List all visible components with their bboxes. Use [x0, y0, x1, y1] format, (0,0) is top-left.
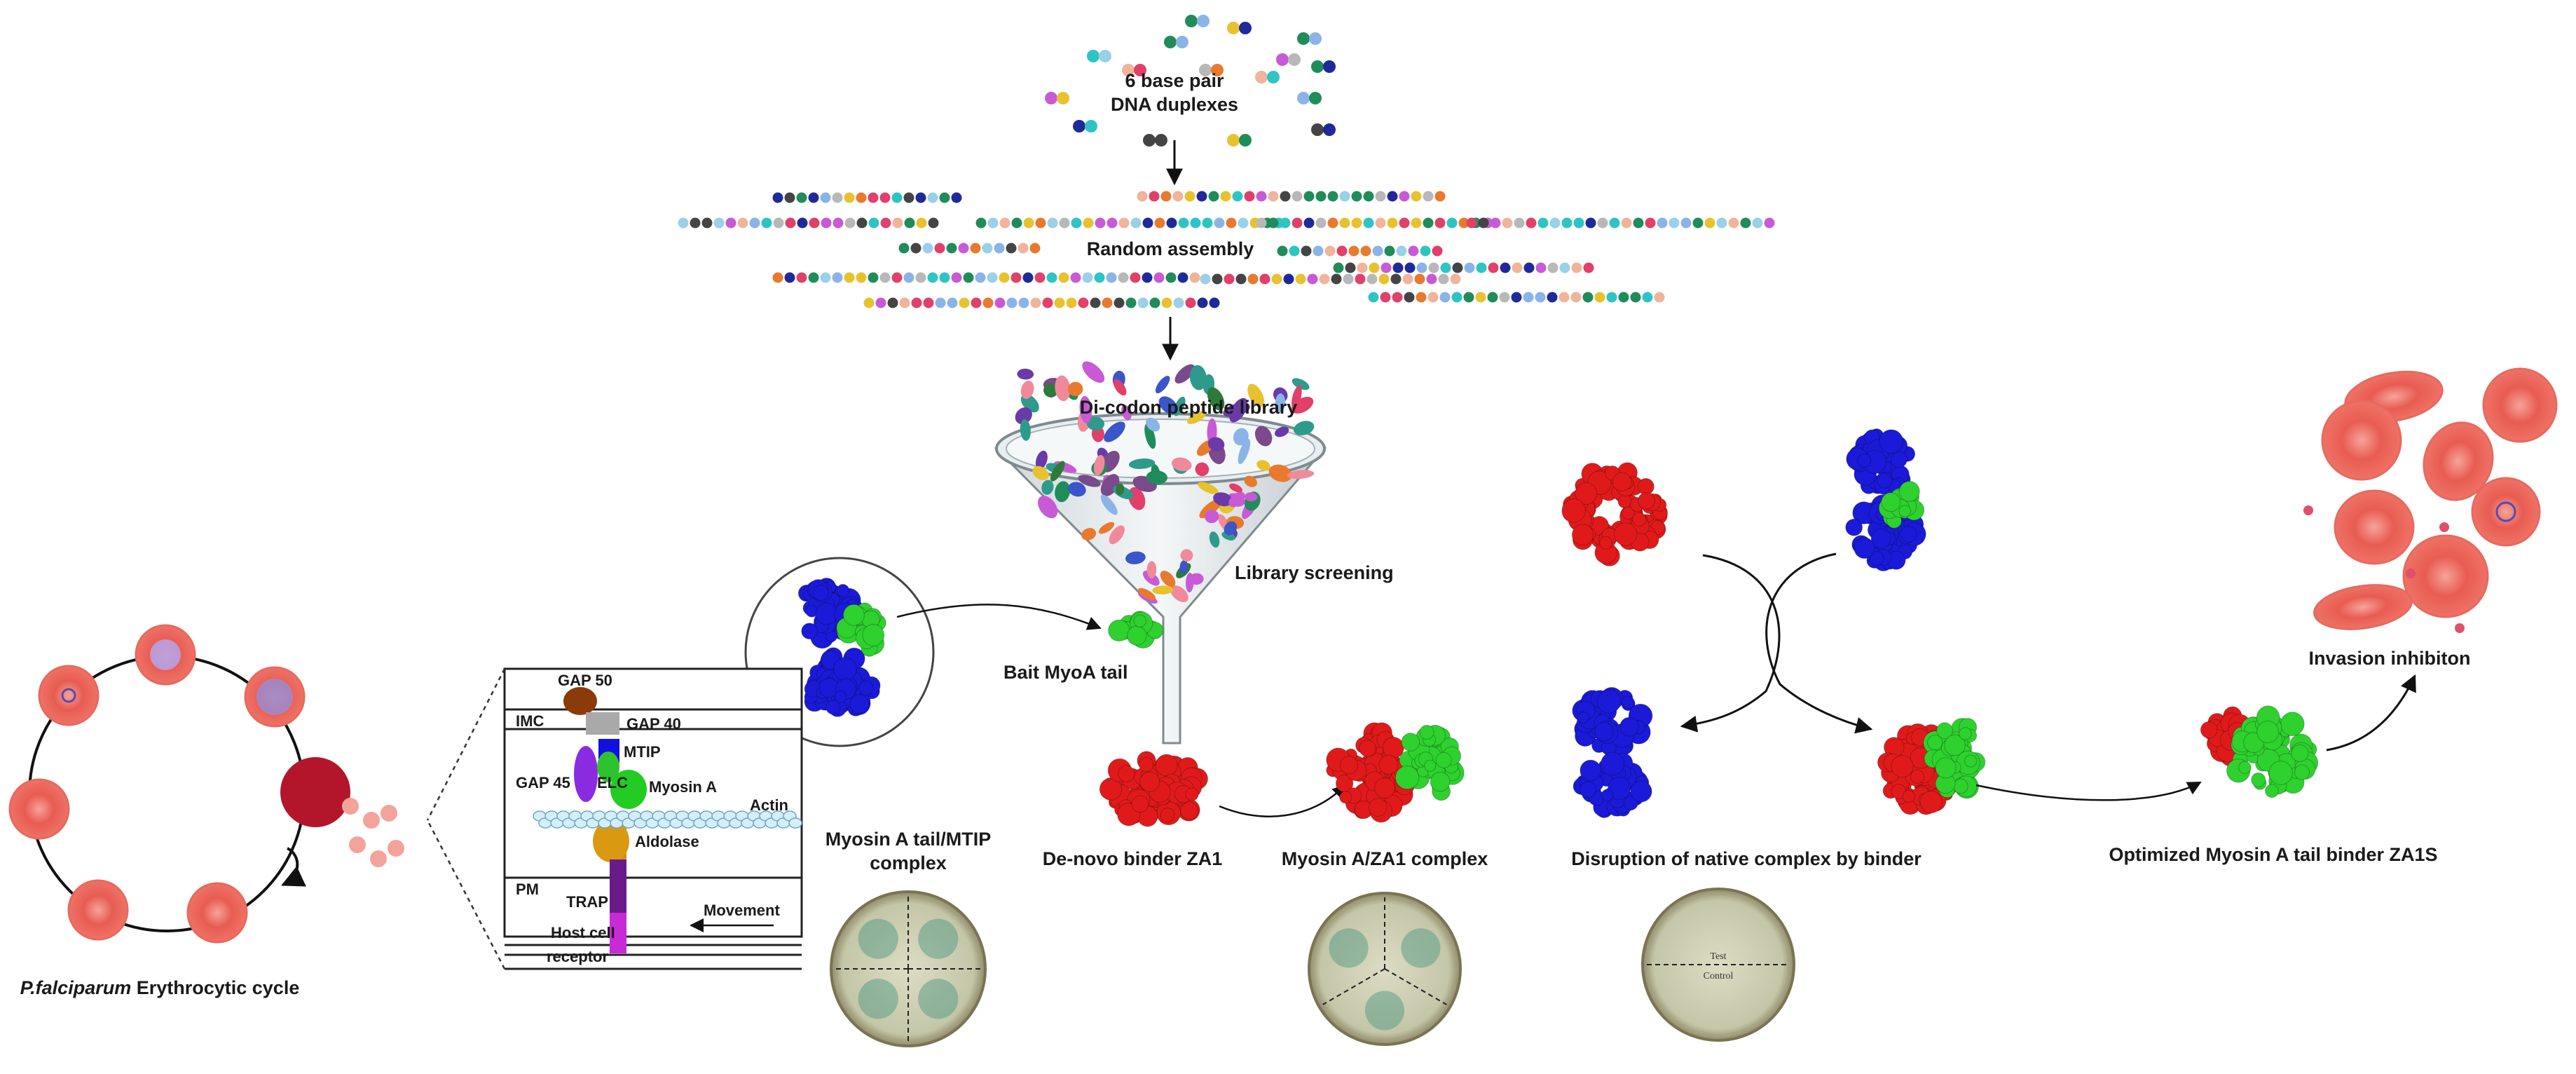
motor-pm: PM [516, 881, 539, 898]
mtip-complex-label-1: Myosin A tail/MTIP [825, 829, 992, 850]
bait-myoa-tail-label: Bait MyoA tail [1003, 662, 1128, 683]
motor-receptor: receptor [547, 948, 608, 965]
myosin-a-za1-complex-label: Myosin A/ZA1 complex [1282, 848, 1488, 869]
plate3-test-label: Test [1710, 951, 1726, 962]
myosin-binder-complex-molecule [1877, 718, 1986, 815]
arrow-zoom-to-bait [896, 604, 1102, 630]
motor-host-cell: Host cell [551, 924, 615, 942]
motor-myosin-a: Myosin A [649, 778, 717, 796]
peptide-library-fragments [1015, 361, 1315, 604]
motor-movement: Movement [704, 902, 780, 919]
invasion-rbc-cluster [2303, 367, 2558, 633]
myosin-a-za1-complex-molecule [1326, 722, 1465, 823]
arrow-za1-to-complex [1219, 784, 1347, 817]
disruption-label: Disruption of native complex by binder [1571, 848, 1921, 869]
mtip-complex-label-2: complex [870, 852, 947, 874]
plate-myoa-za1 [1308, 892, 1462, 1046]
arrow-cross-left [1680, 554, 1781, 733]
arrow-cross-right [1765, 552, 1873, 734]
red-binder-molecule [1561, 462, 1669, 566]
de-novo-binder-za1-molecule [1099, 751, 1208, 827]
optimized-binder-label: Optimized Myosin A tail binder ZA1S [2109, 844, 2437, 865]
dna-duplexes-cluster [1045, 15, 1336, 147]
de-novo-binder-label: De-novo binder ZA1 [1043, 848, 1223, 869]
plate-disruption [1641, 888, 1795, 1042]
dna-title-line1: 6 base pair [1125, 70, 1224, 91]
motor-aldolase: Aldolase [635, 833, 699, 850]
actin-filament [533, 810, 802, 829]
cycle-label: P.falciparum Erythrocytic cycle [20, 977, 300, 998]
motor-mtip: MTIP [624, 743, 661, 761]
arrow-to-optimized [1975, 781, 2202, 801]
motor-gap40: GAP 40 [626, 715, 681, 733]
plate3-control-label: Control [1704, 971, 1734, 981]
random-assembly-label: Random assembly [1087, 238, 1254, 259]
motor-gap45: GAP 45 [516, 774, 570, 791]
free-myosin-a-molecule [1572, 686, 1653, 818]
motor-gap50: GAP 50 [558, 672, 612, 689]
myosin-mtip-complex-structure [797, 577, 886, 717]
motor-trap: TRAP [566, 893, 608, 911]
library-screening-label: Library screening [1235, 562, 1394, 583]
motor-elc: ELC [597, 774, 628, 791]
arrow-to-invasion [2326, 674, 2416, 752]
invasion-label: Invasion inhibiton [2309, 648, 2471, 669]
motor-actin: Actin [750, 796, 788, 814]
peptide-library-label: Di-codon peptide library [1080, 397, 1298, 418]
optimized-binder-za1s-molecule [2200, 705, 2319, 798]
rbc-stages [8, 624, 404, 944]
bait-myoa-tail-molecule [1108, 611, 1164, 649]
motor-imc: IMC [516, 712, 544, 730]
dna-title-line2: DNA duplexes [1111, 94, 1238, 115]
random-assembly-strands [678, 191, 1775, 308]
native-complex-molecule [1845, 428, 1926, 572]
plate-mtip-complex [830, 890, 987, 1047]
motor-complex-diagram [426, 667, 803, 970]
